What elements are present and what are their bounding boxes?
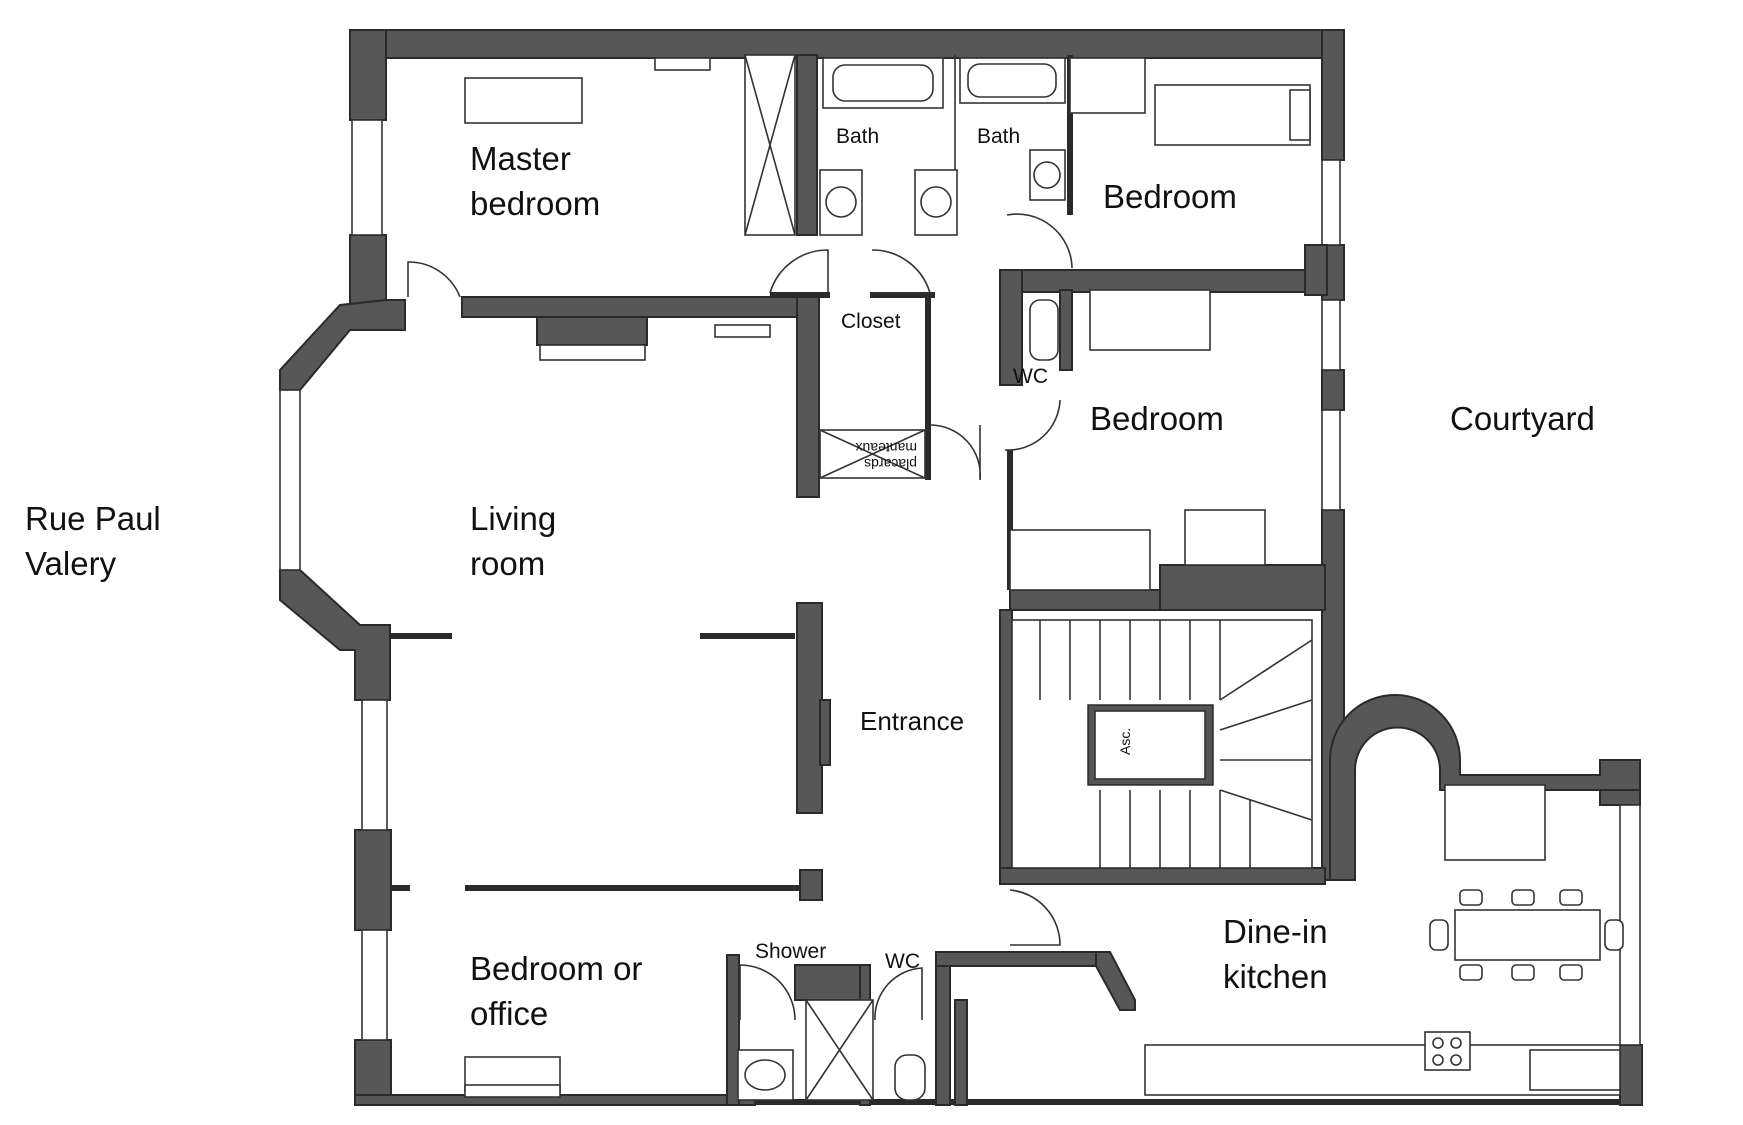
bath-right-label: Bath [977,125,1020,148]
closet-label: Closet [841,310,901,333]
kitchen-label-line1: Dine-in [1223,913,1328,950]
placards-label-line2: manteaux [856,440,917,456]
bedroom-top-right-label: Bedroom [1103,178,1237,215]
bedroom-middle-right-label: Bedroom [1090,400,1224,437]
master-bedroom-label-line1: Master [470,140,571,177]
street-label-line2: Valery [25,545,117,582]
living-room-label-line1: Living [470,500,556,537]
windows [279,57,1641,1046]
wc-upper-label: WC [1013,365,1048,388]
fixtures [464,54,1624,1101]
wc-lower-label: WC [885,950,920,973]
courtyard-label: Courtyard [1450,400,1595,437]
living-room-label-line2: room [470,545,545,582]
exterior-walls [279,29,1643,1106]
doors [407,213,1073,1021]
bedroom-office-label-line1: Bedroom or [470,950,642,987]
placards-label-line1: placards [864,456,917,472]
bedroom-office-label-line2: office [470,995,548,1032]
kitchen-label-line2: kitchen [1223,958,1328,995]
master-bedroom-label-line2: bedroom [470,185,600,222]
entrance-label: Entrance [860,706,964,736]
room-labels: Rue Paul Valery Courtyard Master bedroom… [25,125,1595,1032]
bath-left-label: Bath [836,125,879,148]
shower-label: Shower [755,940,826,963]
elevator-label: Asc. [1117,728,1133,755]
street-label-line1: Rue Paul [25,500,161,537]
